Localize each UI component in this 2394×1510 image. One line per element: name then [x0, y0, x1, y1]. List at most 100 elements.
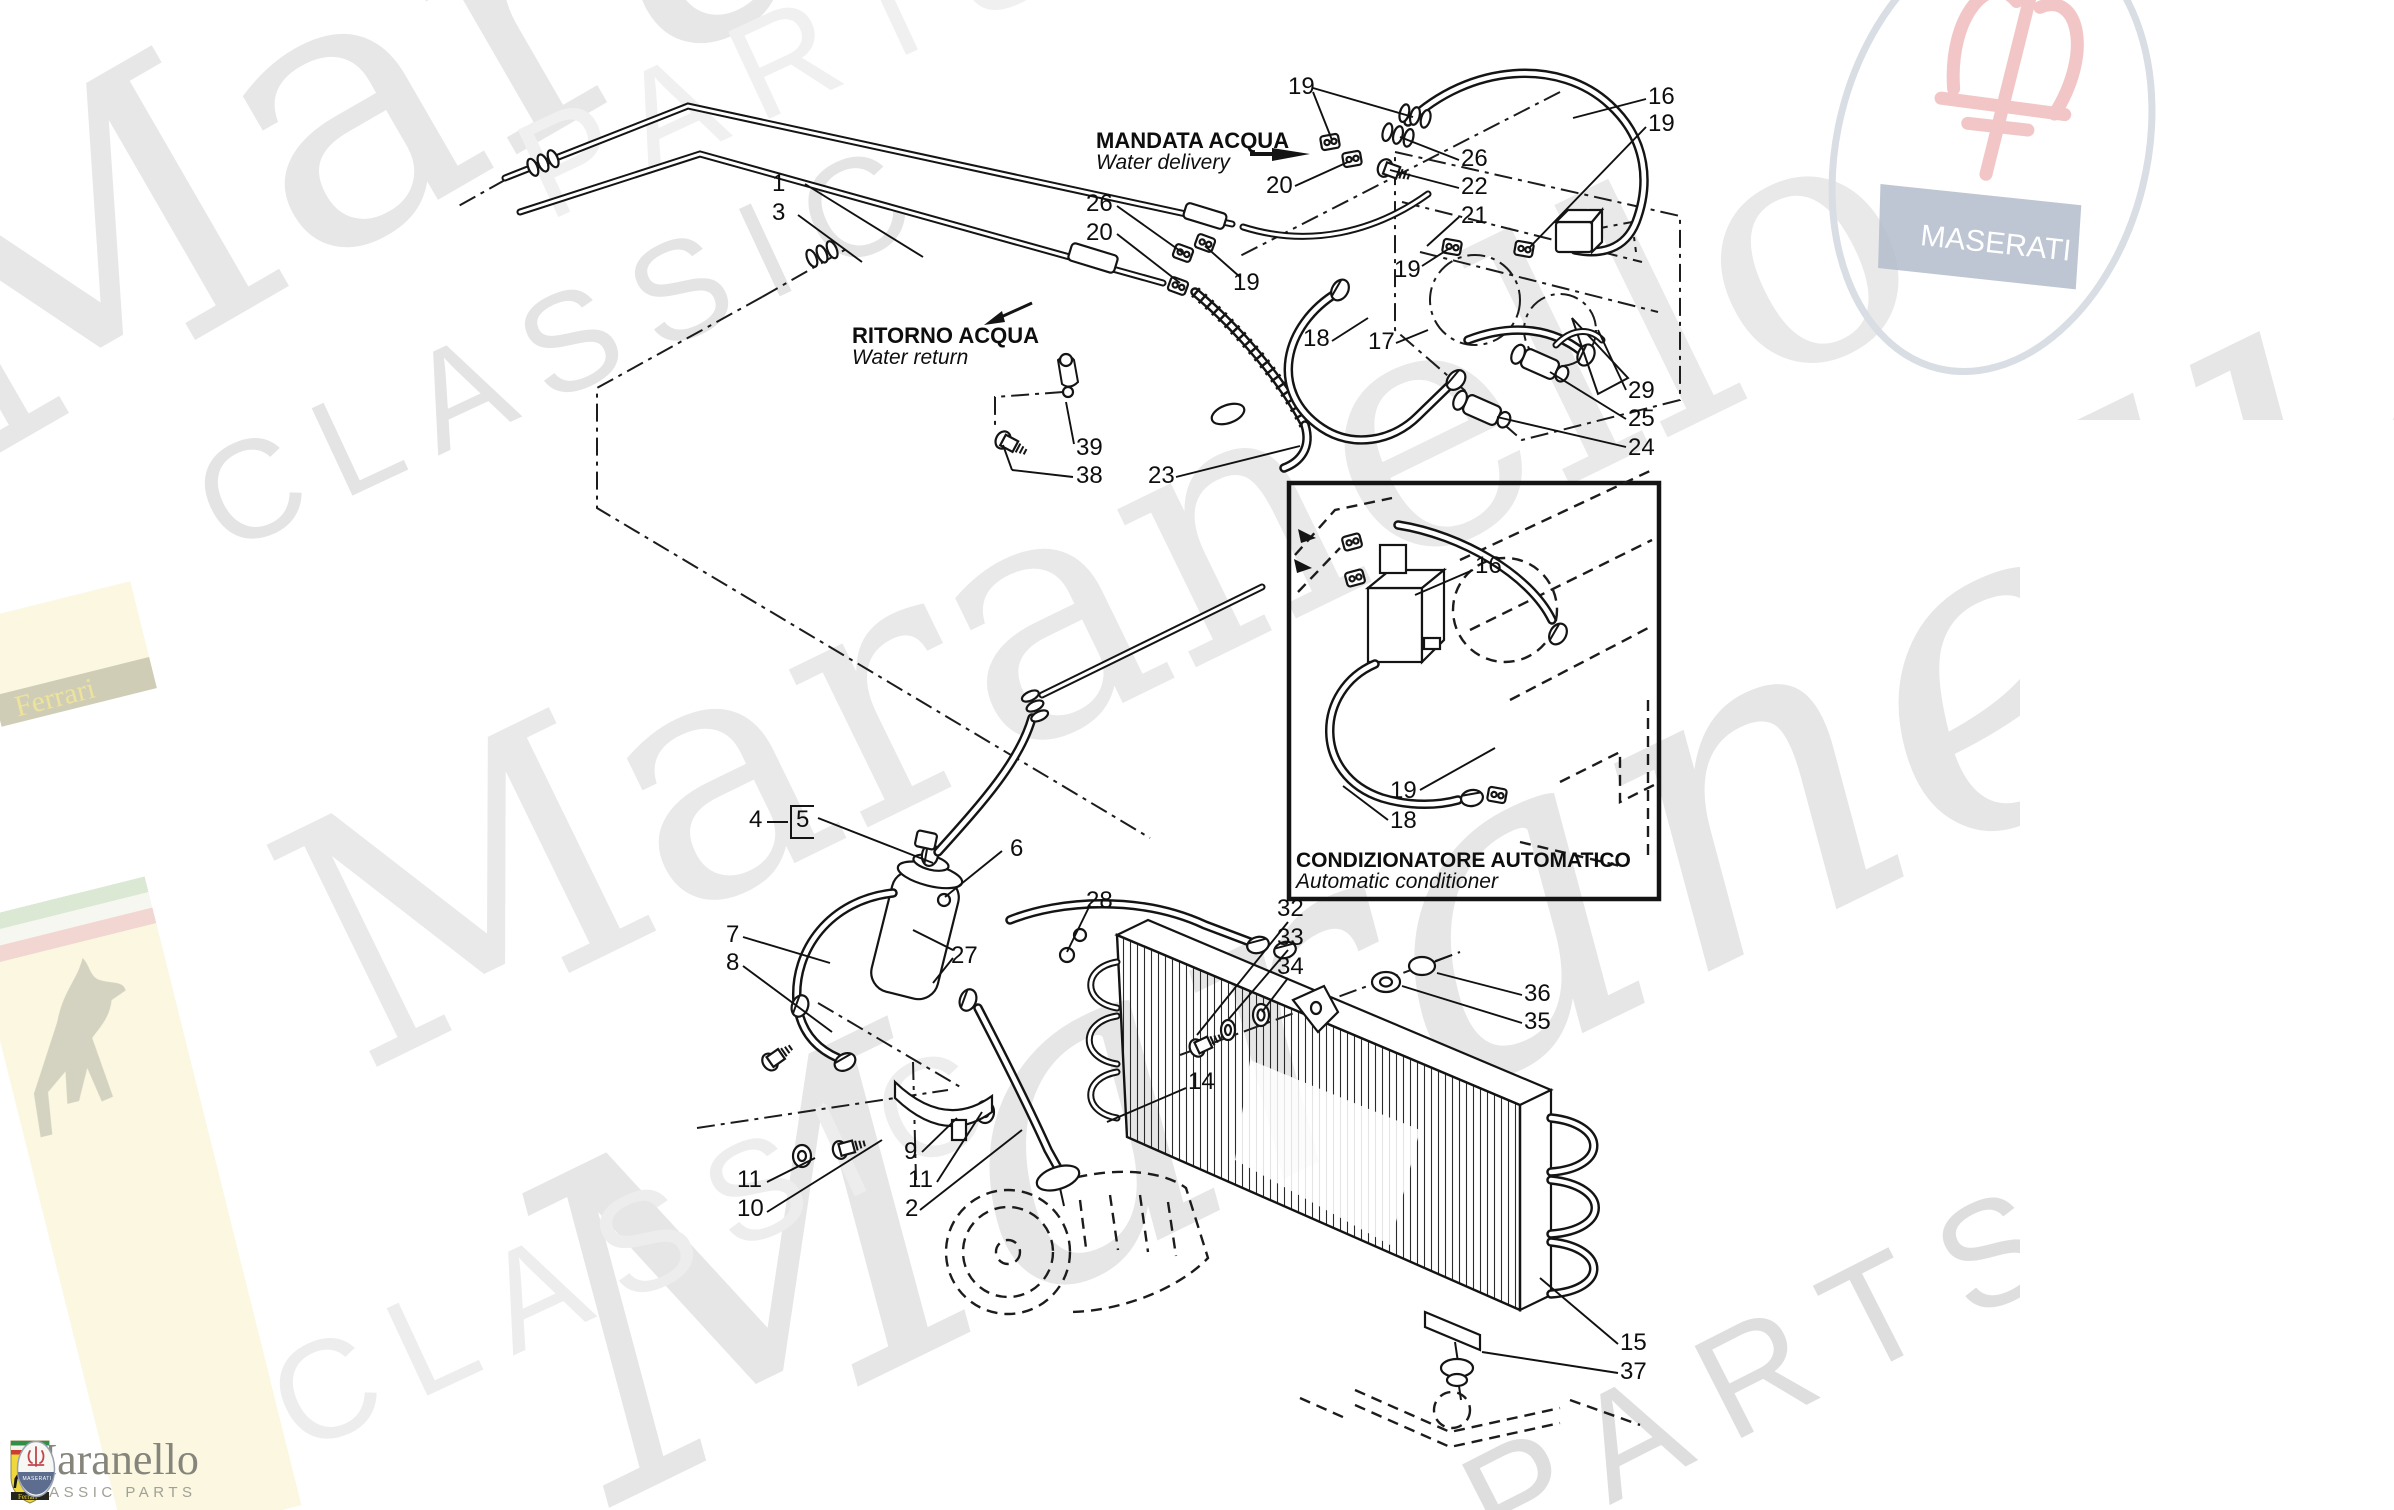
- part-label-8: 8: [726, 949, 739, 976]
- leader-line-1: [804, 183, 924, 258]
- part-label-1: 1: [772, 170, 785, 197]
- part-label-19: 19: [1390, 777, 1417, 804]
- part-label-10: 10: [737, 1195, 764, 1222]
- leader-line-18: [1342, 785, 1389, 821]
- leader-line-15: [1539, 1277, 1619, 1345]
- condenser-left-coils: [1085, 958, 1121, 1122]
- drier-bracket: [893, 1079, 994, 1128]
- part-label-24: 24: [1628, 434, 1655, 461]
- maserati-watermark: MASERATI: [1828, 0, 2156, 376]
- ritorno-subtitle: Water return: [852, 346, 968, 369]
- leader-line-25: [1549, 371, 1627, 420]
- leader-line-22: [1389, 169, 1460, 189]
- leader-line-24: [1496, 416, 1627, 448]
- leader-line-19: [1419, 747, 1496, 791]
- leader-line-34: [1261, 977, 1289, 1013]
- clip-39-and-bolt-38: [991, 352, 1080, 461]
- condenser-foot: [1423, 1310, 1482, 1352]
- leader-line-20: [1116, 233, 1181, 284]
- part-label-17: 17: [1368, 328, 1395, 355]
- leader-line-16: [1414, 569, 1474, 596]
- leader-line-19: [1204, 245, 1241, 278]
- leader-line-26: [1399, 136, 1460, 161]
- part-label-11: 11: [737, 1166, 762, 1193]
- part-label-18: 18: [1303, 325, 1330, 352]
- mandata-title: MANDATA ACQUA: [1096, 128, 1289, 153]
- part-label-36: 36: [1524, 980, 1551, 1007]
- part-label-19: 19: [1394, 256, 1421, 283]
- condenser-right-coils: [1546, 1113, 1600, 1299]
- leader-line-37: [1481, 1351, 1619, 1374]
- leader-line-38: [1011, 469, 1074, 478]
- part-label-22: 22: [1461, 173, 1488, 200]
- leader-line-8: [742, 965, 833, 1033]
- leader-line-6: [944, 850, 1003, 898]
- leader-line-5: [817, 817, 934, 864]
- leader-line-23: [1175, 445, 1301, 478]
- leader-line-19: [1529, 126, 1647, 248]
- leader-line-10: [766, 1139, 883, 1213]
- leader-line-9: [921, 1117, 958, 1153]
- part-label-14: 14: [1188, 1068, 1215, 1095]
- chassis-rail-phantom: [1299, 1388, 1641, 1449]
- part-label-19: 19: [1233, 269, 1260, 296]
- leader-line-20: [1294, 161, 1349, 187]
- leader-line-18: [1331, 317, 1369, 342]
- part-label-5: 5: [796, 806, 809, 833]
- part-label-28: 28: [1086, 887, 1113, 914]
- part-label-34: 34: [1277, 953, 1304, 980]
- leader-line-14: [1106, 1087, 1187, 1123]
- part-label-26: 26: [1086, 190, 1113, 217]
- inset-title: CONDIZIONATORE AUTOMATICO: [1296, 849, 1631, 872]
- part-label-15: 15: [1620, 1329, 1647, 1356]
- leader-line-19: [1421, 247, 1451, 267]
- leader-line-27: [912, 929, 954, 951]
- part-label-27: 27: [951, 942, 978, 969]
- compressor-phantom: [944, 1170, 1210, 1316]
- leader-line-29: [1597, 329, 1627, 391]
- ritorno-title: RITORNO ACQUA: [852, 323, 1039, 348]
- part-label-16: 16: [1475, 552, 1502, 579]
- leader-lines: [742, 87, 1647, 1374]
- hose-16: [1318, 68, 1649, 259]
- part-label-9: 9: [904, 1138, 917, 1165]
- leader-line-19: [1312, 91, 1333, 141]
- leader-line-2: [919, 1129, 1023, 1211]
- part-label-18: 18: [1390, 807, 1417, 834]
- leader-line-16: [1572, 98, 1647, 119]
- part-label-7: 7: [726, 921, 739, 948]
- leader-line-19: [1312, 87, 1414, 118]
- part-label-23: 23: [1148, 462, 1175, 489]
- pressure-switch-cluster: [1452, 317, 1630, 429]
- part-label-11: 11: [908, 1166, 933, 1193]
- part-label-16: 16: [1648, 83, 1675, 110]
- leader-line-11: [766, 1157, 816, 1183]
- footer-logo: Ferrari Maranello CLASSIC PARTS MASERATI: [10, 1438, 199, 1504]
- captions: MANDATA ACQUA Water delivery RITORNO ACQ…: [852, 128, 1631, 893]
- leader-line-21: [1426, 216, 1460, 247]
- leader-line-36: [1436, 972, 1523, 996]
- white-margin: [2020, 420, 2394, 1510]
- part-label-25: 25: [1628, 405, 1655, 432]
- leader-line-35: [1401, 985, 1523, 1024]
- part-label-39: 39: [1076, 434, 1103, 461]
- water-pipes: [501, 102, 1432, 297]
- leader-line-38: [1002, 444, 1013, 471]
- part-label-2: 2: [905, 1195, 918, 1222]
- leader-line-32: [1196, 921, 1289, 1036]
- flow-arrows: [984, 148, 1310, 325]
- part-label-3: 3: [772, 199, 785, 226]
- ferrari-shield-watermark: Ferrari: [0, 581, 302, 1510]
- part-label-4: 4: [749, 806, 762, 833]
- part-label-19: 19: [1288, 73, 1315, 100]
- mandata-subtitle: Water delivery: [1096, 151, 1231, 174]
- maserati-logo-text: MASERATI: [23, 1476, 52, 1482]
- inset-subtitle: Automatic conditioner: [1294, 870, 1499, 893]
- label-4-5-bracket: [767, 805, 814, 839]
- leader-line-27: [932, 957, 954, 984]
- inset-phantom: [1294, 468, 1657, 868]
- leader-line-11: [936, 1111, 983, 1183]
